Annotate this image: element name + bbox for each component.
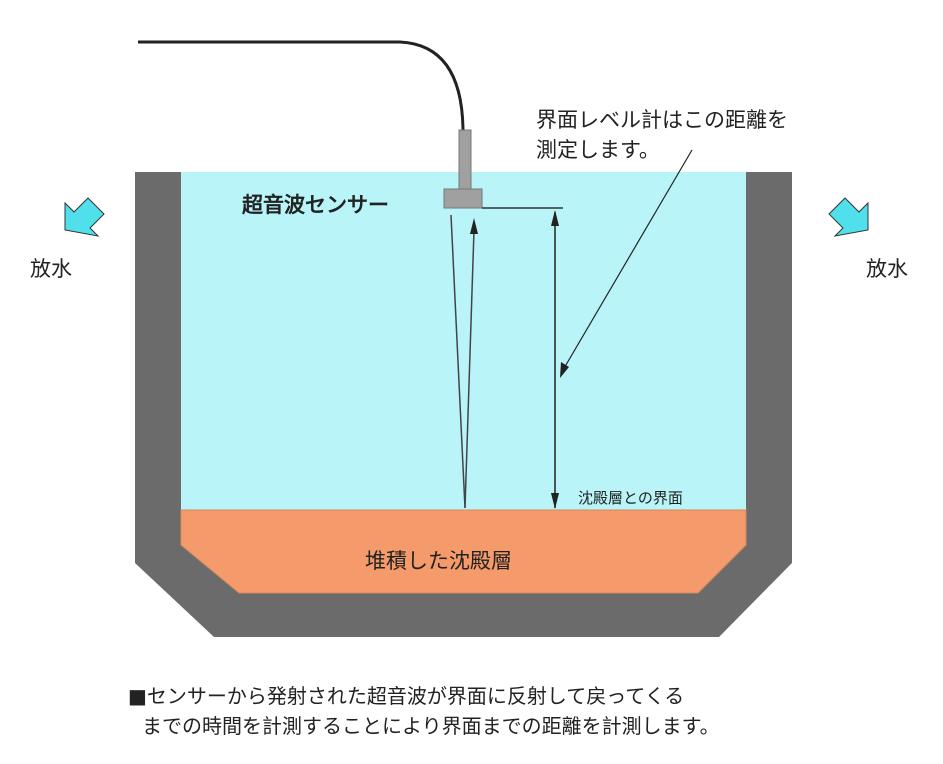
discharge-left-arrow-icon <box>64 197 105 237</box>
wave-up <box>464 229 475 509</box>
distance-arrow-top <box>551 210 559 226</box>
water <box>181 172 746 510</box>
measure-note-line2: 測定します。 <box>536 138 660 162</box>
ultrasonic-sensor <box>443 188 483 209</box>
measure-note-line1: 界面レベル計はこの距離を <box>536 108 788 132</box>
caption-line1: ■センサーから発射された超音波が界面に反射して戻ってくる <box>128 684 685 708</box>
wave-down <box>450 214 466 509</box>
callout-arrowhead <box>560 362 569 378</box>
interface-label: 沈殿層との界面 <box>578 489 683 507</box>
sediment-label: 堆積した沈殿層 <box>365 549 512 573</box>
wave-up-arrowhead <box>470 218 478 234</box>
sediment-layer <box>180 509 747 594</box>
discharge-left-label: 放水 <box>30 257 72 281</box>
callout-line <box>562 149 693 371</box>
caption-line2: までの時間を計測することにより界面までの距離を計測します。 <box>142 714 720 738</box>
distance-arrow-bottom <box>551 493 559 509</box>
discharge-right-label: 放水 <box>866 257 908 281</box>
discharge-right-arrow-icon <box>828 197 869 237</box>
sensor-cable <box>138 40 465 131</box>
sensor-rod <box>458 129 472 191</box>
sensor-label: 超音波センサー <box>242 193 389 217</box>
